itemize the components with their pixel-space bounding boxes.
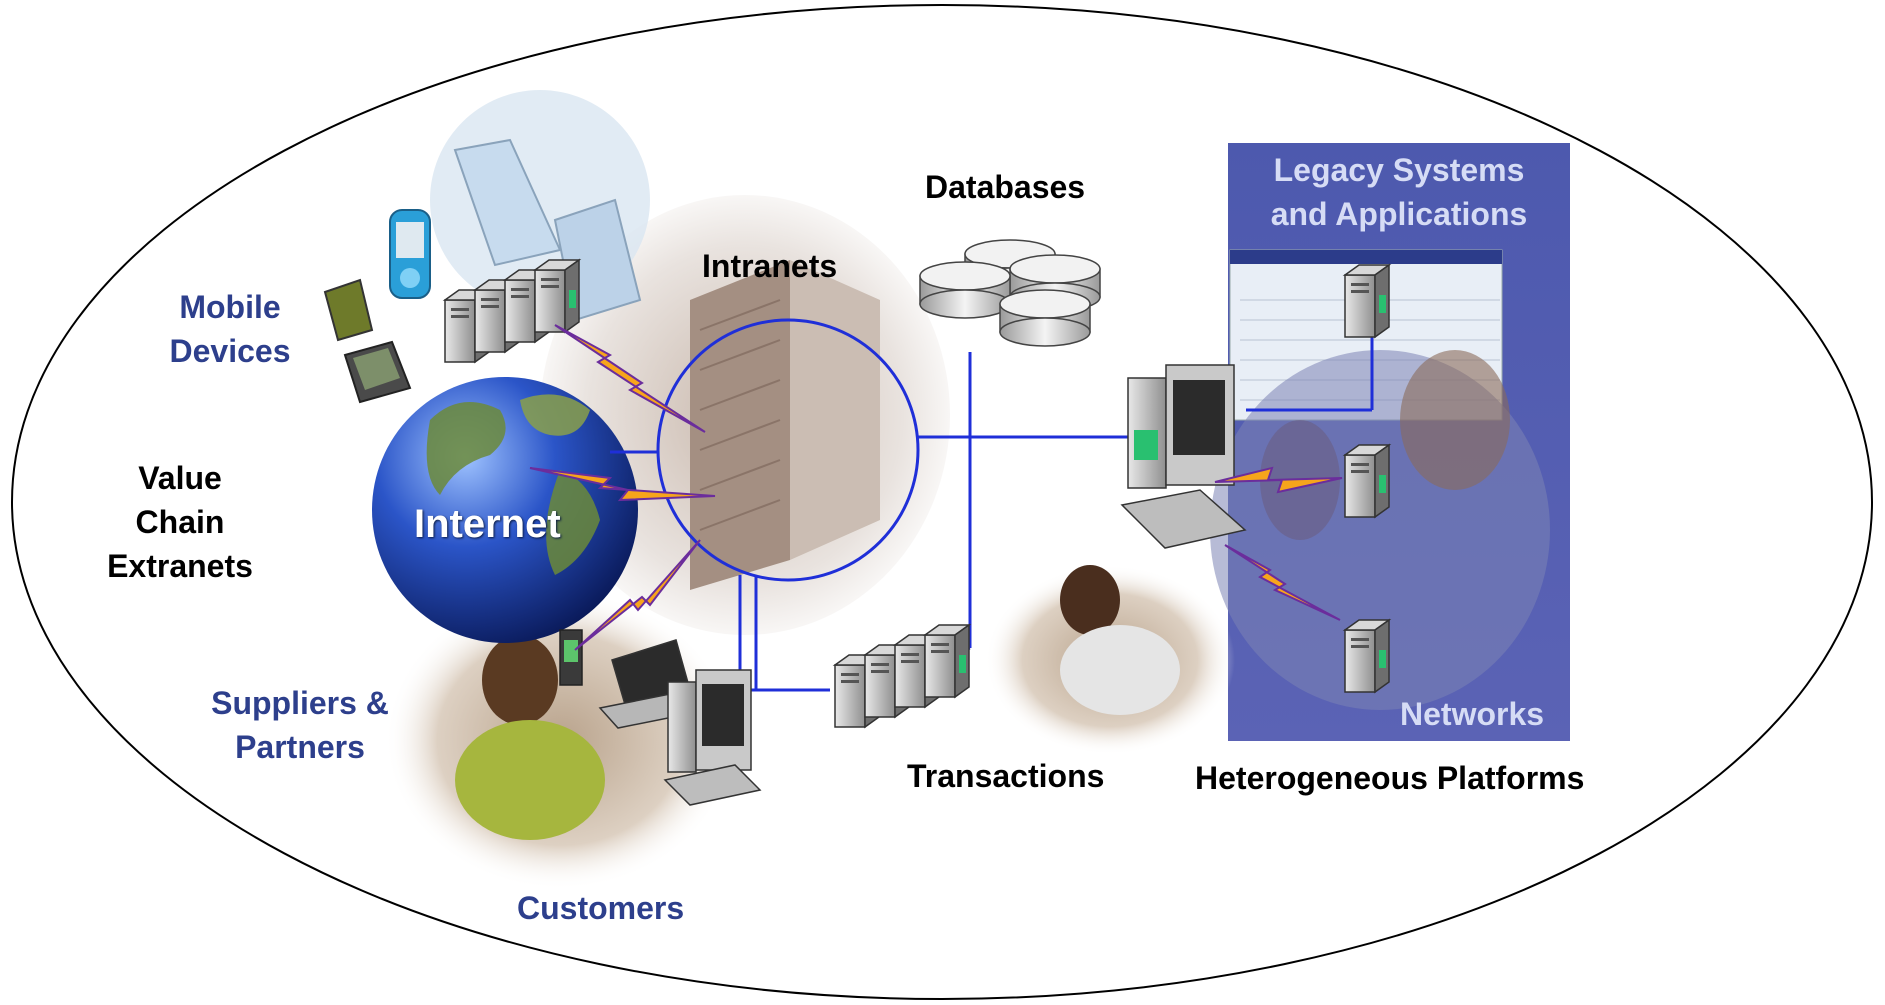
label-internet: Internet: [414, 502, 561, 546]
label-mobile-devices: Mobile Devices: [130, 285, 330, 373]
label-intranets: Intranets: [702, 248, 838, 284]
label-legacy-text: Legacy Systems and Applications: [1270, 152, 1528, 232]
label-suppliers: Suppliers & Partners: [190, 681, 410, 769]
label-value-chain: Value Chain Extranets: [75, 456, 285, 588]
label-databases: Databases: [925, 169, 1086, 205]
server-icon-legacy-1: [1344, 264, 1390, 338]
pc-group-icon: [559, 629, 762, 806]
label-transactions: Transactions: [907, 758, 1105, 794]
intranet-ring: [656, 318, 920, 582]
label-mobile-devices-text: Mobile Devices: [169, 289, 291, 369]
label-networks: Networks: [1400, 696, 1545, 732]
mobile-device-icons: [323, 209, 431, 404]
workstation-icon: [1120, 364, 1247, 549]
outer-ellipse: [11, 4, 1873, 1000]
lightning-bolts: [529, 324, 1343, 651]
label-heterogeneous: Heterogeneous Platforms: [1195, 760, 1585, 796]
server-icon-legacy-3: [1344, 619, 1390, 693]
label-customers: Customers: [517, 890, 685, 926]
label-legacy: Legacy Systems and Applications: [1228, 148, 1570, 236]
label-suppliers-text: Suppliers & Partners: [211, 685, 389, 765]
server-icon-legacy-2: [1344, 444, 1390, 518]
label-value-chain-text: Value Chain Extranets: [107, 460, 253, 584]
